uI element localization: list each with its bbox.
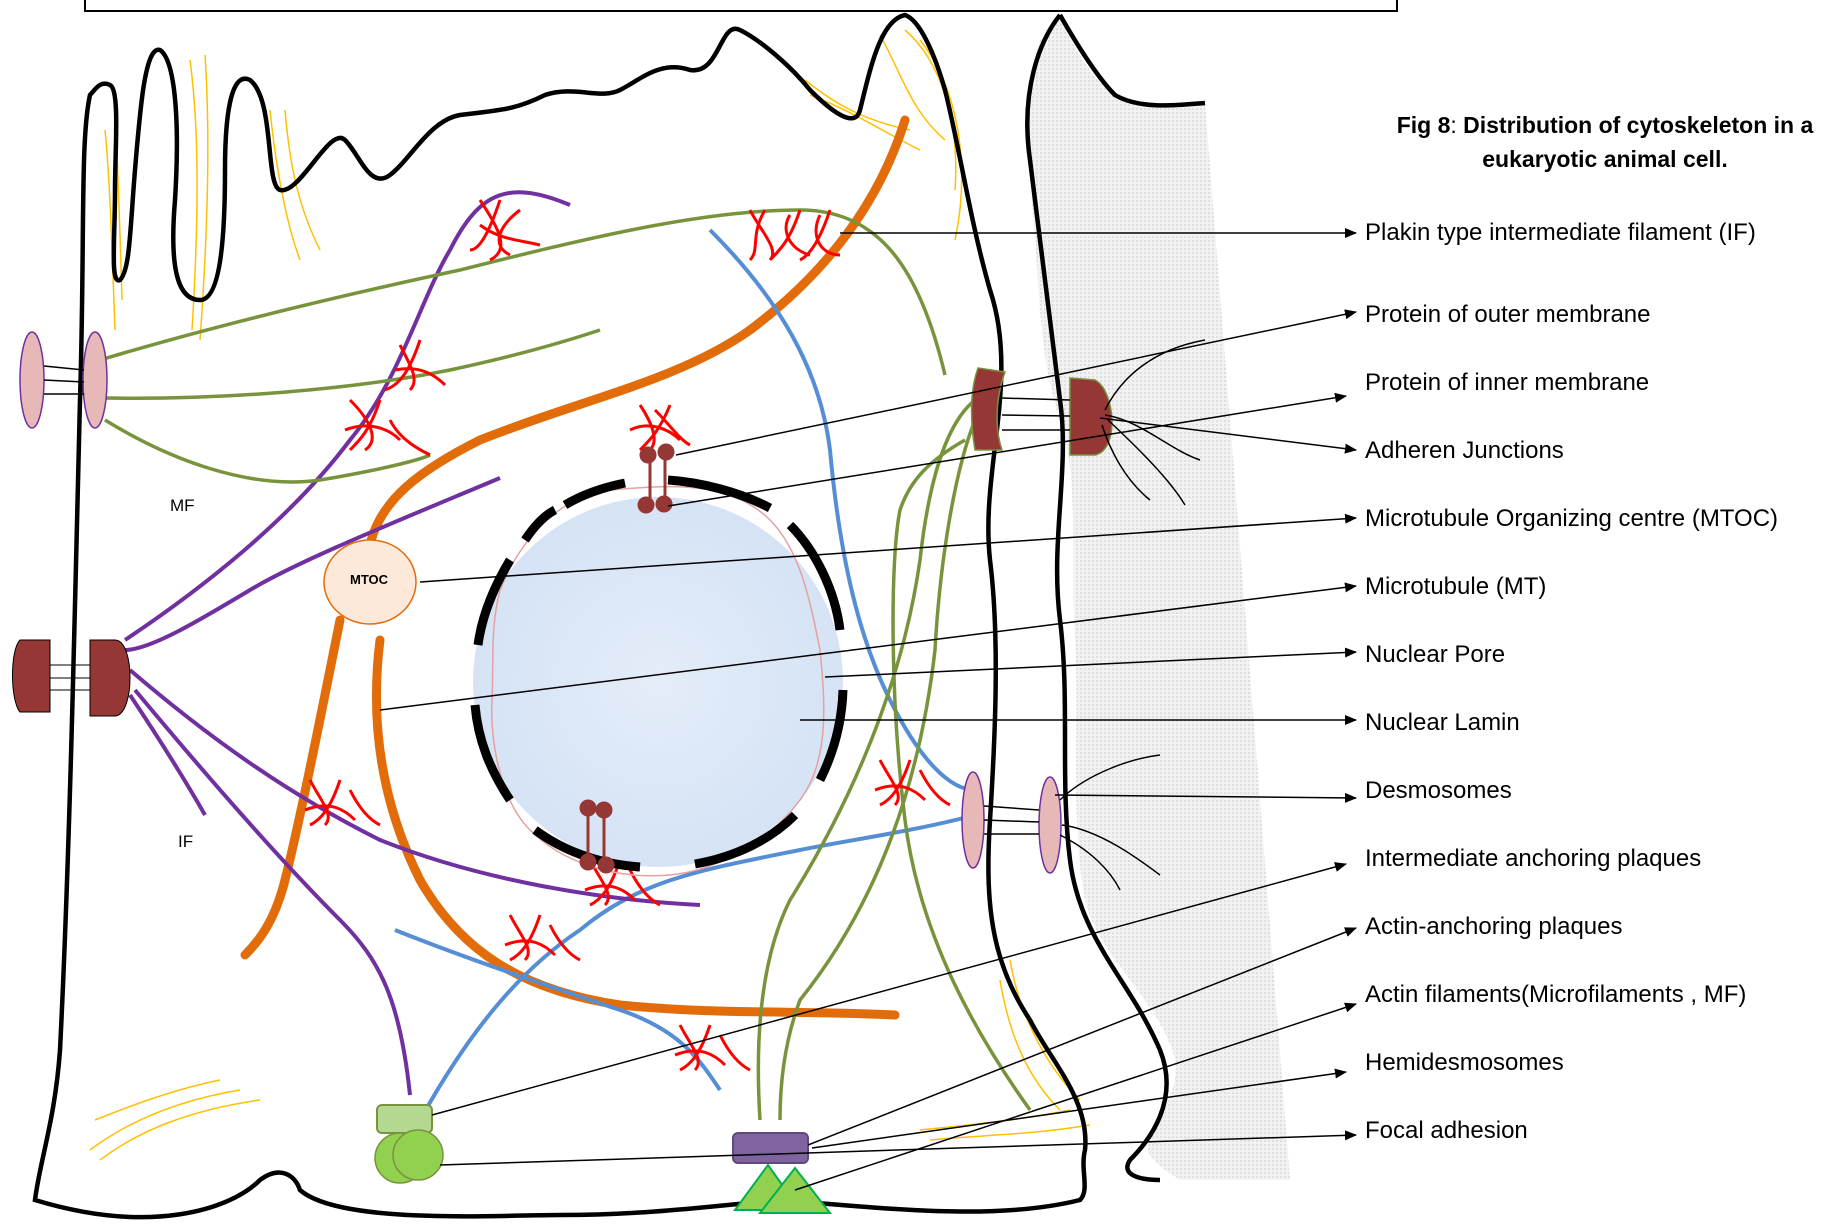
leader-lines (379, 228, 1357, 1191)
caption-text: Distribution of cytoskeleton in a eukary… (1463, 112, 1814, 172)
right-desmosome (961, 754, 1161, 891)
plakin-crosslinkers (304, 199, 951, 1072)
cell-membrane-outline (32, 12, 1088, 1220)
neighbor-cell-membrane (1025, 13, 1169, 1183)
left-desmosome (19, 331, 108, 429)
membrane-protein-linkers (579, 443, 675, 874)
label-desmosomes: Desmosomes (1365, 777, 1512, 804)
microtubules-orange (240, 115, 910, 1020)
label-mtoc: Microtubule Organizing centre (MTOC) (1365, 505, 1779, 532)
label-outer-membrane-protein: Protein of outer membrane (1365, 301, 1651, 328)
nucleus (470, 475, 848, 877)
label-microtubule: Microtubule (MT) (1365, 573, 1547, 600)
label-actin-anchoring-plaques: Actin-anchoring plaques (1365, 913, 1623, 940)
caption-separator: : (1450, 112, 1464, 138)
label-hemidesmosomes: Hemidesmosomes (1365, 1049, 1564, 1076)
label-actin-filaments: Actin filaments(Microfilaments , MF) (1365, 981, 1747, 1008)
actin-stress-fibers-green (99, 208, 1032, 1121)
label-focal-adhesion: Focal adhesion (1365, 1117, 1528, 1144)
neighbor-cell-top-membrane (1058, 13, 1206, 108)
label-intermediate-anchoring-plaques: Intermediate anchoring plaques (1365, 845, 1702, 872)
label-inner-membrane-protein: Protein of inner membrane (1365, 369, 1650, 396)
label-nuclear-lamin: Nuclear Lamin (1365, 709, 1520, 736)
nuclear-lamina (491, 485, 825, 877)
extracellular-region (1028, 18, 1290, 1180)
intermediate-anchoring-plaque (374, 1104, 444, 1184)
actin-anchoring-plaque (732, 1132, 833, 1214)
label-nuclear-pore: Nuclear Pore (1365, 641, 1506, 668)
left-adherens-junction (12, 639, 131, 717)
inline-label-mf: MF (170, 496, 195, 515)
label-plakin-if: Plakin type intermediate filament (IF) (1365, 219, 1756, 246)
inline-label-mtoc: MTOC (350, 572, 389, 587)
label-adheren-junctions: Adheren Junctions (1365, 437, 1564, 464)
top-frame-bar (84, 0, 1398, 12)
nuclear-envelope-segments (470, 475, 848, 872)
caption-prefix: Fig 8 (1396, 112, 1451, 138)
inline-label-if: IF (178, 832, 194, 851)
mtoc-body (323, 539, 417, 625)
figure-caption: Fig 8: Distribution of cytoskeleton in a… (1350, 108, 1843, 176)
